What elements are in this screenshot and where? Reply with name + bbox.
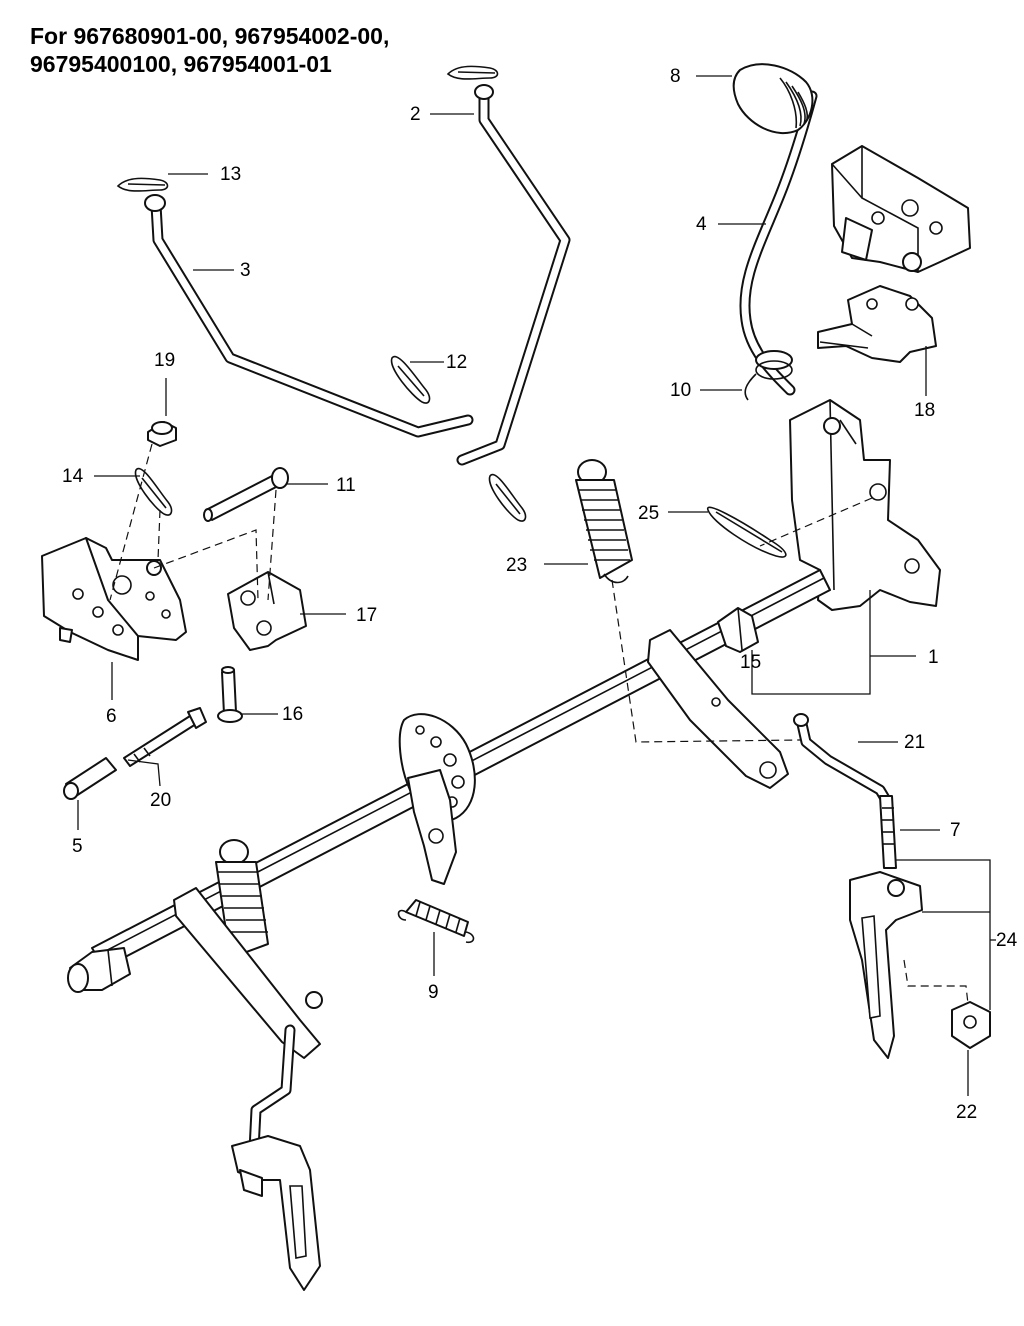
callout-9: 9 — [428, 982, 439, 1003]
callout-12: 12 — [446, 352, 467, 373]
title-line-2: 96795400100, 967954001-01 — [30, 51, 332, 77]
part-22-lock-nut — [951, 1001, 991, 1049]
callout-19: 19 — [154, 350, 175, 371]
part-12-hairpin-clip — [390, 355, 431, 404]
callout-4: 4 — [696, 214, 707, 235]
part-left-lift-arm — [173, 887, 323, 1291]
part-19-bolt — [147, 421, 177, 447]
callout-8: 8 — [670, 66, 681, 87]
callout-14: 14 — [62, 466, 84, 487]
callout-23: 23 — [506, 555, 527, 576]
part-18-bracket — [817, 285, 937, 363]
part-sector-plate — [398, 713, 476, 885]
part-2-lift-rod — [456, 84, 571, 466]
callout-3: 3 — [240, 260, 251, 281]
part-shaft-lever-arm — [647, 629, 789, 789]
callout-2: 2 — [410, 104, 421, 125]
assembly-lines — [109, 443, 969, 1005]
callout-22: 22 — [956, 1102, 977, 1123]
part-13-hairpin-clip — [116, 177, 169, 192]
callout-1: 1 — [928, 647, 939, 668]
part-8-handle-knob — [732, 63, 814, 135]
part-16-pivot-pin — [217, 666, 243, 723]
part-4-lift-handle — [739, 90, 818, 396]
callout-18: 18 — [914, 400, 935, 421]
callout-17: 17 — [356, 605, 377, 626]
callout-15: 15 — [740, 652, 761, 673]
callout-labels: 8 2 13 3 4 12 10 19 18 14 11 25 23 17 15… — [62, 66, 1018, 1123]
callout-6: 6 — [106, 706, 117, 727]
part-6-pivot-bracket — [41, 537, 187, 661]
part-1-mount-bracket — [789, 399, 941, 611]
leader-lines — [77, 75, 996, 1096]
callout-25: 25 — [638, 503, 659, 524]
title-line-1: For 967680901-00, 967954002-00, — [30, 23, 390, 49]
part-14-hairpin-clip — [134, 467, 173, 516]
callout-13: 13 — [220, 164, 241, 185]
callout-5: 5 — [72, 836, 83, 857]
part-25-hairpin-clip — [707, 506, 787, 558]
callout-16: 16 — [282, 704, 303, 725]
part-unlabeled-hairpin-clip — [488, 473, 527, 522]
part-20-shoulder-bolt — [123, 707, 207, 767]
part-10-handle-spring — [744, 350, 793, 401]
part-21-link-rod — [793, 713, 892, 806]
part-24-lift-link — [849, 871, 923, 1059]
part-17-link-block — [227, 571, 307, 651]
callout-20: 20 — [150, 790, 171, 811]
part-9-short-spring — [397, 899, 475, 944]
part-11-clevis-pin — [203, 467, 289, 522]
part-7-adjuster-rod — [879, 795, 897, 869]
part-5-spacer-tube — [63, 757, 117, 800]
part-unlabeled-pivot-bracket — [831, 145, 971, 273]
part-2-hairpin-clip — [446, 65, 499, 80]
part-3-lift-rod — [144, 194, 474, 438]
part-15-nut — [717, 607, 759, 653]
part-shaft-end-collar — [67, 947, 131, 993]
callout-10: 10 — [670, 380, 691, 401]
diagram-title: For 967680901-00, 967954002-00, 96795400… — [30, 22, 389, 78]
callout-11: 11 — [336, 475, 356, 496]
part-23-extension-spring — [575, 459, 633, 584]
callout-7: 7 — [950, 820, 961, 841]
callout-24: 24 — [996, 930, 1018, 951]
callout-21: 21 — [904, 732, 925, 753]
